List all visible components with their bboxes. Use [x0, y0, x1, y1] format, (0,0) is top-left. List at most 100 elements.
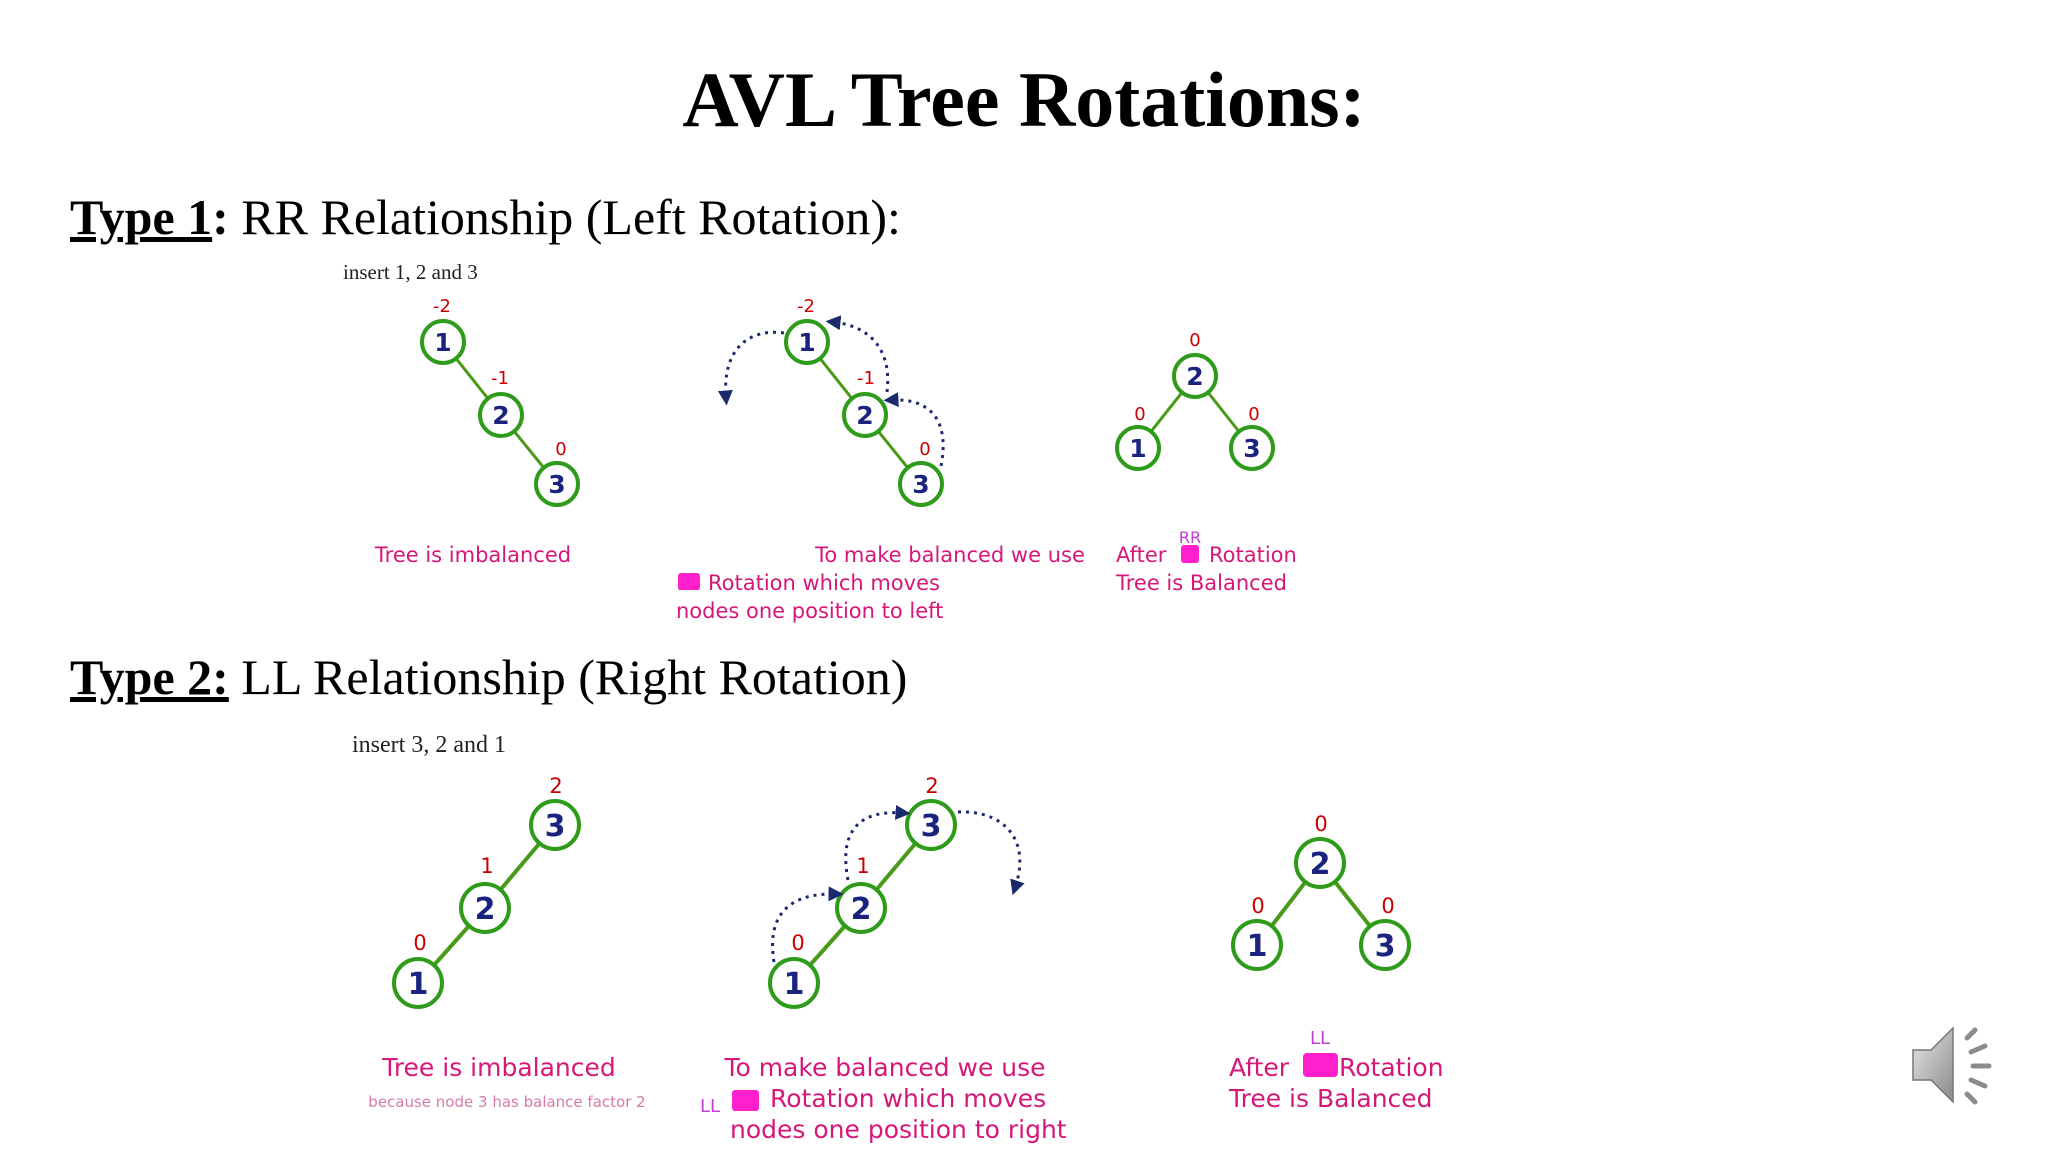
s1-d2-node-3: 3 — [898, 461, 944, 507]
svg-text:3: 3 — [1243, 434, 1260, 463]
s1-d2-caption-line1: To make balanced we use — [814, 543, 1085, 567]
section2-heading: Type 2: LL Relationship (Right Rotation) — [70, 648, 907, 706]
s1-diagram1: 1 2 3 -2 -1 0 Tree is imbalanced — [374, 296, 580, 567]
s1-d1-bf-1: -2 — [433, 296, 451, 317]
s2-diagram2: 3 2 1 2 1 0 To make balanced we use LL R… — [700, 774, 1067, 1144]
page-title: AVL Tree Rotations: — [682, 56, 1366, 143]
s2-d2-annotation: LL — [700, 1096, 720, 1117]
s2-d3-highlight-mark — [1303, 1053, 1338, 1077]
s1-d2-arrow-left — [717, 330, 785, 406]
s2-d3-node-3: 3 — [1359, 919, 1411, 971]
s2-d3-node-2: 2 — [1294, 837, 1346, 889]
s2-d2-bf-2: 1 — [856, 854, 869, 878]
svg-text:3: 3 — [548, 470, 565, 499]
svg-text:3: 3 — [545, 809, 566, 844]
s2-d1-caption: Tree is imbalanced — [381, 1053, 616, 1082]
s2-d2-node-2: 2 — [835, 882, 887, 934]
s1-d2-node-2: 2 — [842, 392, 888, 438]
s1-d3-bf-3: 0 — [1248, 404, 1259, 425]
s1-d3-bf-2: 0 — [1189, 330, 1200, 351]
svg-text:3: 3 — [912, 470, 929, 499]
s1-d1-node-1: 1 — [420, 319, 466, 365]
s2-d3-caption-rotation: Rotation — [1339, 1053, 1444, 1082]
s2-d2-node-1: 1 — [768, 957, 820, 1009]
s2-d2-arrow-up-1 — [771, 886, 844, 963]
svg-text:2: 2 — [492, 401, 509, 430]
s1-d2-caption-line3: nodes one position to left — [676, 599, 943, 623]
s2-d2-arrow-right — [957, 810, 1025, 896]
s1-d2-bf-3: 0 — [919, 439, 930, 460]
s2-d2-caption-line2: Rotation which moves — [770, 1084, 1046, 1113]
svg-text:2: 2 — [851, 892, 872, 927]
s1-d2-arrow-up-1 — [825, 315, 890, 393]
s2-d2-highlight-mark — [732, 1090, 759, 1111]
s2-diagram1: 3 2 1 2 1 0 Tree is imbalanced because n… — [368, 774, 645, 1111]
s2-diagram3: 2 1 3 0 0 0 LL After Rotation Tree is Ba… — [1228, 812, 1444, 1113]
s1-d3-annotation: RR — [1179, 528, 1201, 547]
s1-d2-bf-2: -1 — [857, 368, 875, 389]
s1-d2-highlight-mark — [678, 573, 700, 590]
s1-d3-node-1: 1 — [1115, 425, 1161, 471]
s1-d3-node-2: 2 — [1172, 353, 1218, 399]
section2-description: LL Relationship (Right Rotation) — [228, 649, 908, 705]
s1-insert-caption: insert 1, 2 and 3 — [343, 260, 478, 284]
section1-colon: : — [212, 189, 229, 245]
s1-d1-node-3: 3 — [534, 461, 580, 507]
s1-diagram2: 1 2 3 -2 -1 0 To make balanced we use RR… — [676, 296, 1085, 623]
section2-type-label: Type 2: — [70, 649, 229, 705]
svg-text:2: 2 — [1186, 362, 1203, 391]
s2-d3-bf-2: 0 — [1314, 812, 1327, 836]
s1-d1-caption: Tree is imbalanced — [374, 543, 571, 567]
s1-d1-bf-3: 0 — [555, 439, 566, 460]
s1-d1-bf-2: -1 — [491, 368, 509, 389]
s2-d1-node-1: 1 — [392, 957, 444, 1009]
s1-d2-caption-line2: Rotation which moves — [708, 571, 940, 595]
s1-d3-node-3: 3 — [1229, 425, 1275, 471]
svg-text:3: 3 — [1375, 929, 1396, 964]
s2-d1-subcaption: because node 3 has balance factor 2 — [368, 1093, 645, 1111]
svg-text:1: 1 — [1129, 434, 1146, 463]
section1-type-label: Type 1 — [70, 189, 213, 245]
s2-d3-caption-after: After — [1229, 1053, 1290, 1082]
svg-text:1: 1 — [408, 967, 429, 1002]
s1-d3-caption-after: After — [1116, 543, 1167, 567]
svg-text:2: 2 — [475, 892, 496, 927]
s2-d1-node-2: 2 — [459, 882, 511, 934]
s1-d3-bf-1: 0 — [1134, 404, 1145, 425]
s2-d2-caption-line3: nodes one position to right — [730, 1115, 1067, 1144]
s1-d2-bf-1: -2 — [797, 296, 815, 317]
svg-text:2: 2 — [1310, 847, 1331, 882]
s1-d3-highlight-mark — [1181, 545, 1199, 563]
s1-d2-arrow-up-2 — [883, 392, 945, 467]
s1-d2-node-1: 1 — [784, 319, 830, 365]
svg-text:3: 3 — [921, 809, 942, 844]
s2-d1-bf-2: 1 — [480, 854, 493, 878]
s1-diagram3: 2 1 3 0 0 0 RR After Rotation Tree is Ba… — [1115, 330, 1297, 595]
s2-d3-annotation: LL — [1310, 1028, 1330, 1049]
s2-d3-caption-balanced: Tree is Balanced — [1228, 1084, 1433, 1113]
speaker-icon[interactable] — [1905, 1010, 2005, 1120]
s2-insert-caption: insert 3, 2 and 1 — [352, 732, 506, 758]
s2-d1-bf-3: 2 — [549, 774, 562, 798]
s2-d2-node-3: 3 — [905, 799, 957, 851]
svg-text:1: 1 — [798, 328, 815, 357]
s2-d3-bf-1: 0 — [1251, 894, 1264, 918]
s2-d2-arrow-up-2 — [844, 804, 911, 881]
s2-d1-node-3: 3 — [529, 799, 581, 851]
s2-d2-caption-line1: To make balanced we use — [723, 1053, 1045, 1082]
s2-d1-bf-1: 0 — [413, 931, 426, 955]
s2-d3-bf-3: 0 — [1381, 894, 1394, 918]
s1-d3-caption-balanced: Tree is Balanced — [1115, 571, 1287, 595]
section1-description: RR Relationship (Left Rotation): — [228, 189, 901, 245]
s2-d3-node-1: 1 — [1231, 919, 1283, 971]
s1-d3-caption-rotation: Rotation — [1209, 543, 1297, 567]
s2-d2-bf-3: 2 — [925, 774, 938, 798]
svg-text:2: 2 — [856, 401, 873, 430]
section1-heading: Type 1: RR Relationship (Left Rotation): — [70, 188, 901, 246]
svg-text:1: 1 — [1247, 929, 1268, 964]
svg-text:1: 1 — [434, 328, 451, 357]
svg-text:1: 1 — [784, 967, 805, 1002]
s2-d2-bf-1: 0 — [791, 931, 804, 955]
s1-d1-node-2: 2 — [478, 392, 524, 438]
